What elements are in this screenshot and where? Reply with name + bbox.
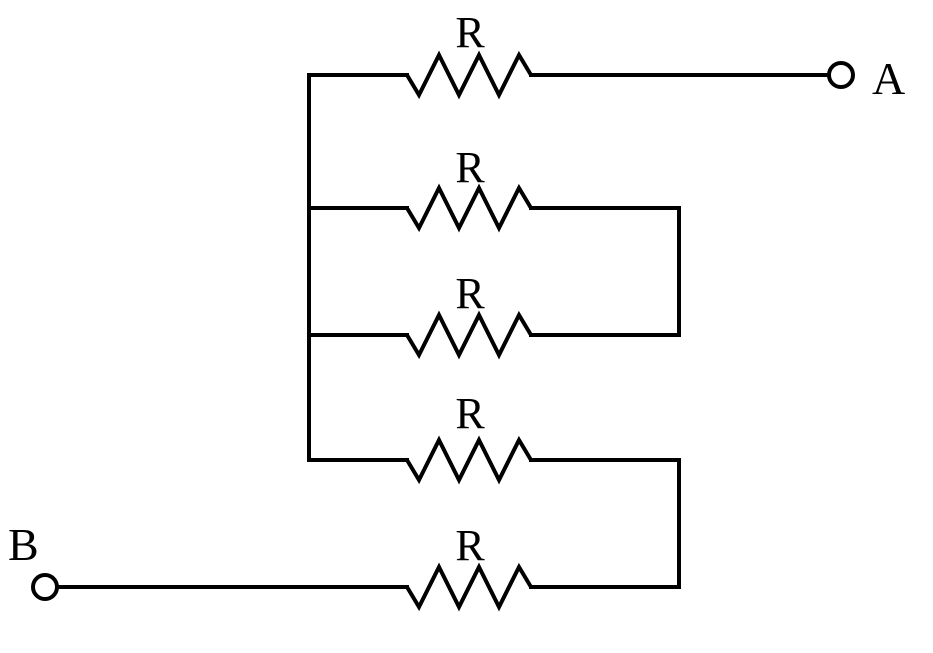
resistor-1-label: R	[455, 8, 485, 57]
resistor-3	[405, 310, 533, 360]
terminal-a	[827, 61, 855, 89]
resistor-2-label: R	[455, 143, 485, 192]
terminal-b	[31, 573, 59, 601]
resistor-5	[405, 562, 533, 612]
resistor-4	[405, 435, 533, 485]
resistor-3-label: R	[455, 269, 485, 318]
resistor-4-label: R	[455, 389, 485, 438]
terminal-b-label: B	[8, 519, 39, 570]
terminal-a-label: A	[872, 53, 905, 104]
resistor-5-label: R	[455, 521, 485, 570]
resistor-1	[405, 50, 533, 100]
resistor-2	[405, 183, 533, 233]
